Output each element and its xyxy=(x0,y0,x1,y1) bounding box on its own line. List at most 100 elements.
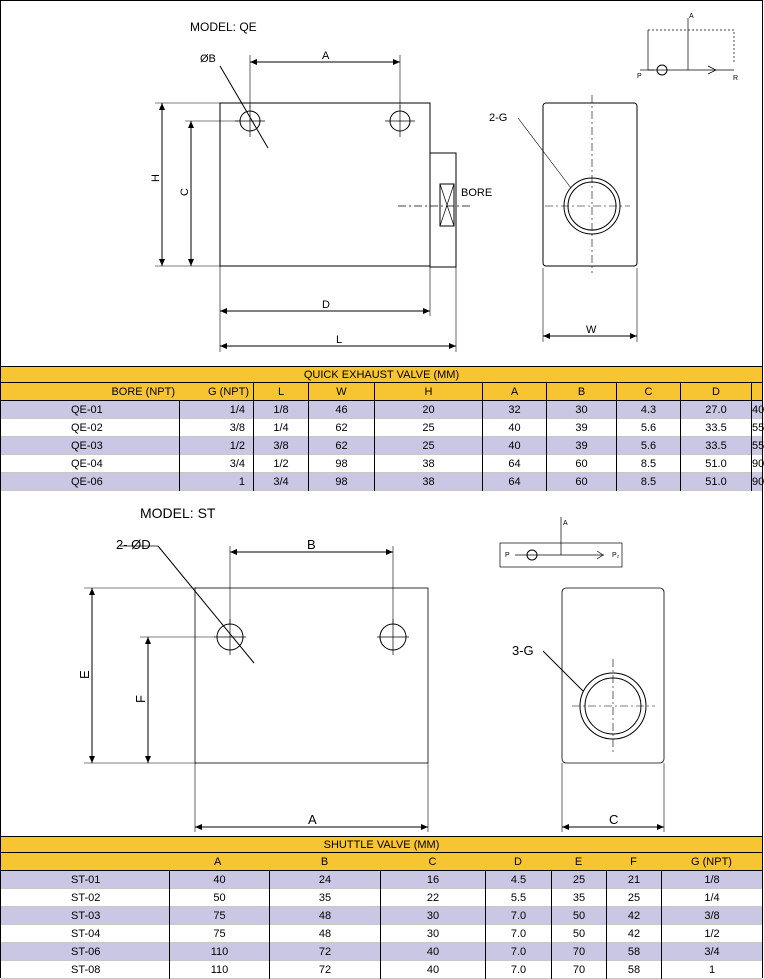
qe-value-cell: 1/8 xyxy=(253,401,308,419)
st-value-cell: 75 xyxy=(169,907,269,925)
st-header-a: A xyxy=(214,856,222,868)
qe-value-cell: 27.0 xyxy=(680,401,751,419)
st-value-cell: 1/4 xyxy=(661,889,762,907)
qe-header-d: D xyxy=(680,383,751,401)
st-dim-a: A xyxy=(308,812,317,827)
qe-value-cell: 55 xyxy=(751,437,764,455)
st-dim-hole: 2- ØD xyxy=(116,537,151,552)
qe-value-cell: 39 xyxy=(546,437,616,455)
st-model-cell: ST-02 xyxy=(71,892,101,904)
qe-value-cell: 25 xyxy=(374,419,482,437)
qe-value-cell: 5.6 xyxy=(616,419,680,437)
st-value-cell: 3/4 xyxy=(661,943,762,961)
qe-value-cell: 3/4 xyxy=(179,455,253,473)
qe-symbol-r: R xyxy=(733,75,738,82)
qe-model-cell: QE-01 xyxy=(71,404,103,416)
qe-bore-boss xyxy=(429,152,457,268)
qe-header-b: B xyxy=(546,383,616,401)
st-value-cell: 50 xyxy=(169,889,269,907)
st-value-cell: 110 xyxy=(169,943,269,961)
qe-value-cell: 1/4 xyxy=(253,419,308,437)
qe-dim-port: 2-G xyxy=(489,112,507,124)
qe-header-a: A xyxy=(482,383,546,401)
qe-value-cell: 32 xyxy=(482,401,546,419)
qe-value-cell: 33.5 xyxy=(680,437,751,455)
st-value-cell: 7.0 xyxy=(485,961,551,979)
st-value-cell: 40 xyxy=(380,943,485,961)
qe-valve-symbol: P R A xyxy=(637,13,738,82)
st-value-cell: 1/2 xyxy=(661,925,762,943)
qe-value-cell: 60 xyxy=(546,455,616,473)
qe-value-cell: 3/8 xyxy=(253,437,308,455)
st-symbol-p1: P xyxy=(505,552,510,559)
st-model-cell: ST-08 xyxy=(71,964,101,976)
st-value-cell: 48 xyxy=(269,907,380,925)
st-value-cell: 50 xyxy=(551,925,606,943)
qe-model-cell: QE-06 xyxy=(71,476,103,488)
st-value-cell: 58 xyxy=(606,961,661,979)
qe-side-body xyxy=(542,102,638,267)
qe-header-pad xyxy=(751,383,762,401)
qe-dim-a: A xyxy=(322,50,330,62)
qe-value-cell: 64 xyxy=(482,473,546,491)
qe-value-cell: 8.5 xyxy=(616,473,680,491)
qe-value-cell: 64 xyxy=(482,455,546,473)
st-header-d: D xyxy=(514,856,522,868)
st-model-cell: ST-06 xyxy=(71,946,101,958)
qe-dim-w: W xyxy=(586,324,597,336)
qe-value-cell: 5.6 xyxy=(616,437,680,455)
st-side-body xyxy=(561,587,665,764)
qe-value-cell: 46 xyxy=(308,401,374,419)
st-header-f: F xyxy=(630,856,637,868)
st-table: SHUTTLE VALVE (MM) A B C D E F G (NPT) S… xyxy=(1,836,762,979)
st-model-cell: ST-03 xyxy=(71,910,101,922)
qe-value-cell: 51.0 xyxy=(680,473,751,491)
st-value-cell: 72 xyxy=(269,943,380,961)
qe-model-cell: QE-04 xyxy=(71,458,103,470)
qe-header-w: W xyxy=(308,383,374,401)
st-dim-e: E xyxy=(77,670,92,679)
qe-bore-symbol xyxy=(439,183,455,227)
qe-value-cell: 39 xyxy=(546,419,616,437)
st-value-cell: 7.0 xyxy=(485,925,551,943)
qe-dim-bore: BORE xyxy=(461,187,492,199)
st-value-cell: 3/8 xyxy=(661,907,762,925)
st-value-cell: 40 xyxy=(380,961,485,979)
st-model-cell: ST-04 xyxy=(71,928,101,940)
qe-value-cell: 1/4 xyxy=(179,401,253,419)
st-symbol-p2: P₂ xyxy=(612,552,620,559)
qe-header-c: C xyxy=(616,383,680,401)
st-value-cell: 25 xyxy=(606,889,661,907)
st-value-cell: 40 xyxy=(169,871,269,889)
qe-value-cell: 98 xyxy=(308,455,374,473)
qe-symbol-a: A xyxy=(689,13,694,20)
qe-model-cell: QE-03 xyxy=(71,440,103,452)
qe-value-cell: 40 xyxy=(482,437,546,455)
qe-value-cell: 60 xyxy=(546,473,616,491)
st-value-cell: 30 xyxy=(380,907,485,925)
qe-body xyxy=(219,102,431,267)
st-value-cell: 50 xyxy=(551,907,606,925)
qe-value-cell: 62 xyxy=(308,419,374,437)
qe-value-cell: 40 xyxy=(751,401,764,419)
st-value-cell: 110 xyxy=(169,961,269,979)
qe-value-cell: 90 xyxy=(751,473,764,491)
st-value-cell: 72 xyxy=(269,961,380,979)
qe-table-title: QUICK EXHAUST VALVE (MM) xyxy=(1,366,762,383)
qe-model-label: MODEL: QE xyxy=(190,20,257,34)
st-value-cell: 1/8 xyxy=(661,871,762,889)
qe-symbol-p: P xyxy=(637,73,642,80)
qe-value-cell: 4.3 xyxy=(616,401,680,419)
qe-value-cell: 3/4 xyxy=(253,473,308,491)
st-dim-c: C xyxy=(609,812,618,827)
qe-value-cell: 1/2 xyxy=(179,437,253,455)
